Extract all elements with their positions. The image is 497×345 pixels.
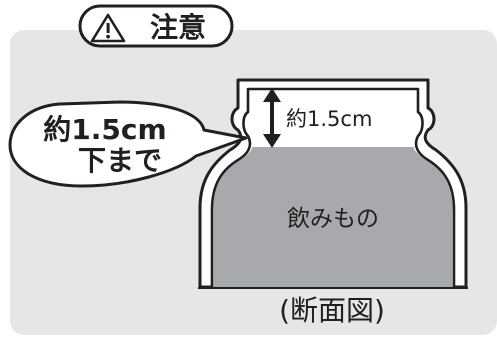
warning-triangle-icon [90,13,126,43]
liquid-fill [213,147,453,287]
warning-title-badge: 注意 [78,4,234,48]
callout-bubble [8,100,248,188]
callout-line-1: 約1.5cm [43,113,166,146]
section-caption: (断面図) [279,294,385,327]
headspace-label: 約1.5cm [286,107,372,131]
warning-title: 注意 [150,11,206,44]
liquid-label: 飲みもの [287,206,379,232]
headspace-arrow-icon [263,88,281,148]
callout-line-2: 下まで [78,144,162,177]
